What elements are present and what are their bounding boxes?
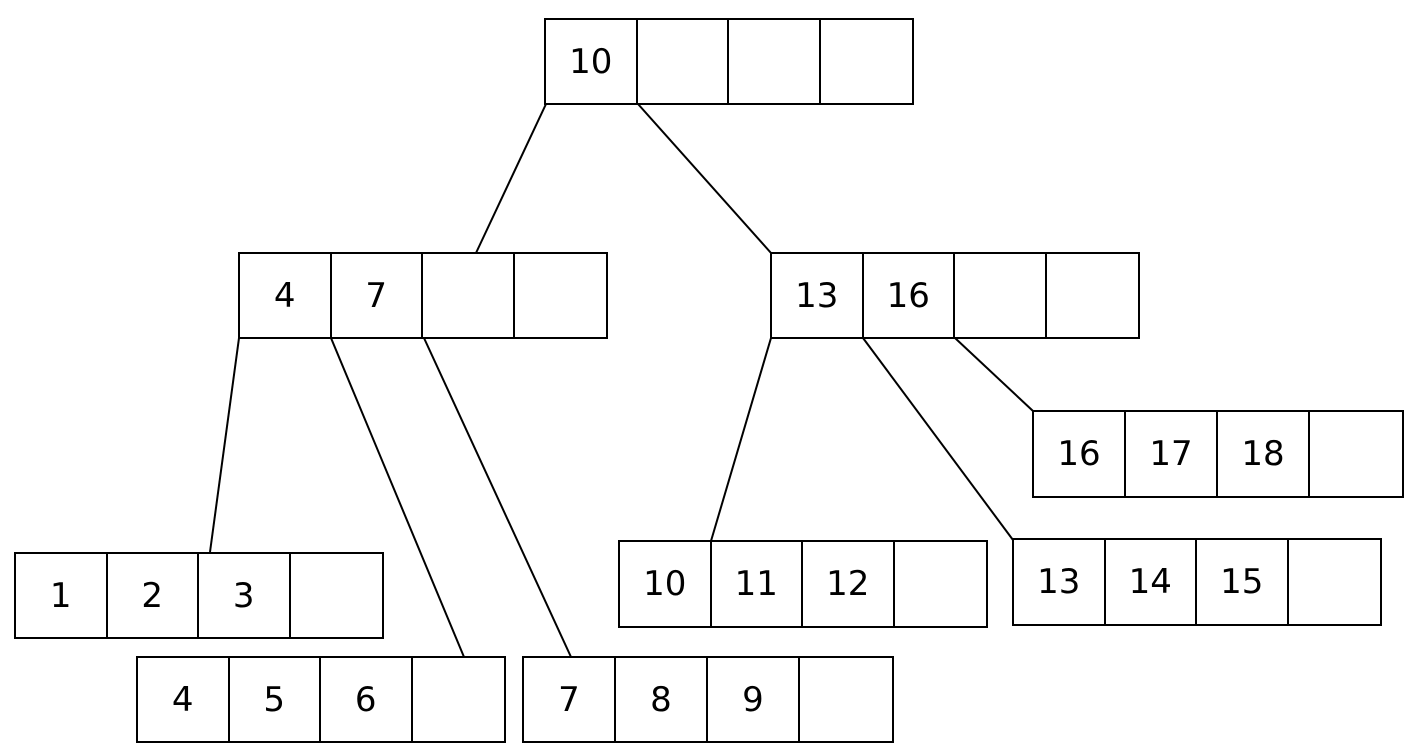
leaf-3-key-3: 9: [708, 658, 800, 741]
leaf-6-key-1: 16: [1034, 412, 1126, 496]
leaf-3-key-1: 7: [524, 658, 616, 741]
leaf-1-key-4: [291, 554, 382, 637]
leaf-5-key-3: 15: [1197, 540, 1289, 624]
leaf-2-key-2: 5: [230, 658, 321, 741]
internal-left-key-3: [423, 254, 515, 337]
leaf-4-key-2: 11: [712, 542, 803, 626]
edge-internal-left-to-leaf-1: [209, 337, 240, 553]
leaf-2-key-1: 4: [138, 658, 230, 741]
leaf-node-4: 10 11 12: [618, 540, 988, 628]
internal-right-key-3: [955, 254, 1047, 337]
leaf-4-key-3: 12: [803, 542, 895, 626]
leaf-2-key-4: [413, 658, 504, 741]
edge-internal-right-to-leaf-4: [710, 337, 772, 542]
edge-root-to-internal-right: [637, 103, 772, 254]
leaf-5-key-4: [1289, 540, 1380, 624]
root-key-1: 10: [546, 20, 638, 103]
internal-right-key-4: [1047, 254, 1138, 337]
leaf-1-key-2: 2: [108, 554, 199, 637]
root-key-4: [821, 20, 912, 103]
leaf-1-key-1: 1: [16, 554, 108, 637]
leaf-2-key-3: 6: [321, 658, 413, 741]
edge-root-to-internal-left: [475, 103, 547, 254]
root-key-3: [729, 20, 821, 103]
internal-right-key-1: 13: [772, 254, 864, 337]
leaf-6-key-4: [1310, 412, 1402, 496]
leaf-4-key-4: [895, 542, 986, 626]
edge-internal-right-to-leaf-5: [862, 337, 1014, 541]
internal-node-left: 4 7: [238, 252, 608, 339]
leaf-3-key-2: 8: [616, 658, 708, 741]
internal-left-key-1: 4: [240, 254, 332, 337]
leaf-3-key-4: [800, 658, 892, 741]
leaf-6-key-3: 18: [1218, 412, 1310, 496]
internal-node-right: 13 16: [770, 252, 1140, 339]
leaf-5-key-1: 13: [1014, 540, 1106, 624]
internal-left-key-2: 7: [332, 254, 423, 337]
root-key-2: [638, 20, 729, 103]
leaf-1-key-3: 3: [199, 554, 291, 637]
root-node: 10: [544, 18, 914, 105]
leaf-5-key-2: 14: [1106, 540, 1197, 624]
leaf-node-1: 1 2 3: [14, 552, 384, 639]
internal-left-key-4: [515, 254, 606, 337]
leaf-node-2: 4 5 6: [136, 656, 506, 743]
leaf-6-key-2: 17: [1126, 412, 1218, 496]
leaf-node-5: 13 14 15: [1012, 538, 1382, 626]
edge-internal-left-to-leaf-3: [423, 337, 572, 658]
leaf-node-6: 16 17 18: [1032, 410, 1404, 498]
leaf-node-3: 7 8 9: [522, 656, 894, 743]
edge-internal-left-to-leaf-2: [330, 337, 465, 658]
internal-right-key-2: 16: [864, 254, 955, 337]
leaf-4-key-1: 10: [620, 542, 712, 626]
edge-internal-right-to-leaf-6: [954, 337, 1034, 412]
